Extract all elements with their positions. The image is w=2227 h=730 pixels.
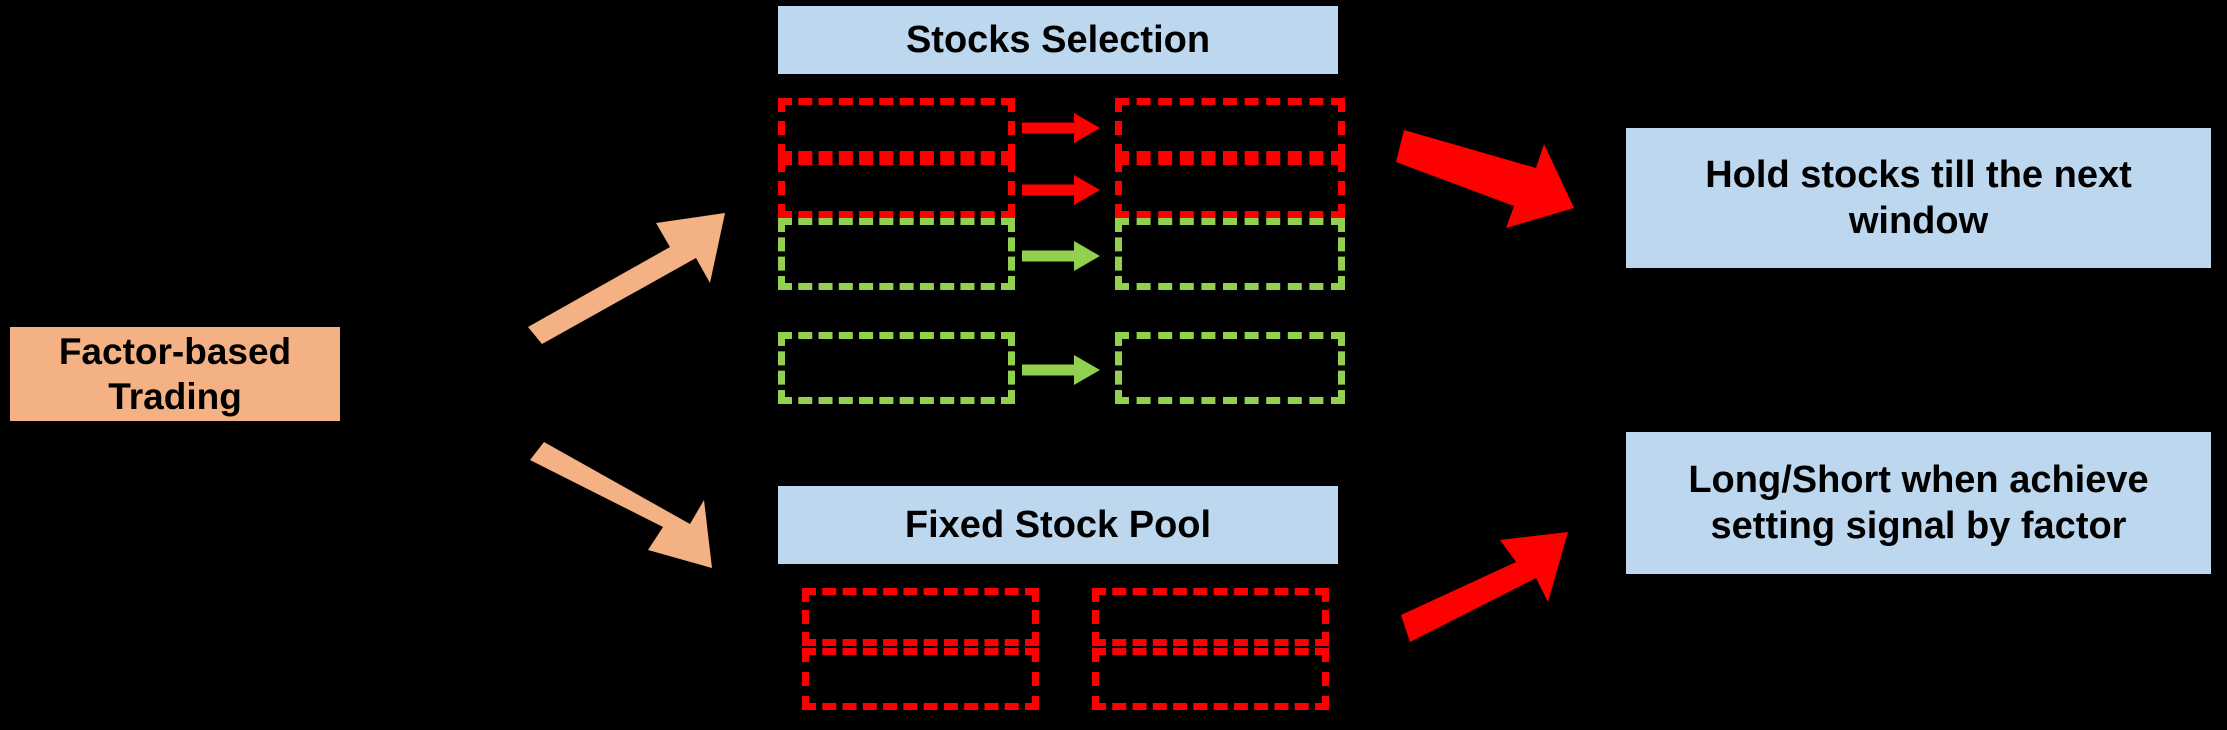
hold-stocks-outcome-box[interactable]: Hold stocks till the next window: [1626, 128, 2211, 268]
long-short-outcome-box[interactable]: Long/Short when achieve setting signal b…: [1626, 432, 2211, 574]
arrow-source-to-fixed-stock-pool: [530, 442, 712, 568]
stock-card-red-1-left[interactable]: [778, 98, 1015, 158]
stock-card-red-2-left[interactable]: [778, 158, 1015, 218]
factor-based-trading-label: Factor-based Trading: [58, 330, 292, 417]
stock-card-green-2-right[interactable]: [1115, 332, 1345, 404]
arrow-pool-to-longshort: [1401, 532, 1568, 642]
arrow-source-to-stocks-selection: [528, 213, 725, 344]
pool-card-4[interactable]: [1092, 648, 1329, 710]
fixed-stock-pool-header[interactable]: Fixed Stock Pool: [778, 486, 1338, 564]
arrow-stocks-to-hold: [1396, 130, 1574, 228]
pool-card-3[interactable]: [1092, 588, 1329, 646]
stocks-selection-header[interactable]: Stocks Selection: [778, 6, 1338, 74]
factor-based-trading-box[interactable]: Factor-based Trading: [10, 327, 340, 421]
long-short-outcome-label: Long/Short when achieve setting signal b…: [1688, 458, 2149, 547]
stocks-selection-label: Stocks Selection: [905, 18, 1211, 61]
fixed-stock-pool-label: Fixed Stock Pool: [904, 503, 1212, 546]
stock-card-green-1-right[interactable]: [1115, 218, 1345, 290]
stock-card-red-1-right[interactable]: [1115, 98, 1345, 158]
stock-card-green-1-left[interactable]: [778, 218, 1015, 290]
stock-card-red-2-right[interactable]: [1115, 158, 1345, 218]
pool-card-2[interactable]: [802, 648, 1039, 710]
stock-card-green-2-left[interactable]: [778, 332, 1015, 404]
pool-card-1[interactable]: [802, 588, 1039, 646]
hold-stocks-outcome-label: Hold stocks till the next window: [1705, 153, 2132, 242]
